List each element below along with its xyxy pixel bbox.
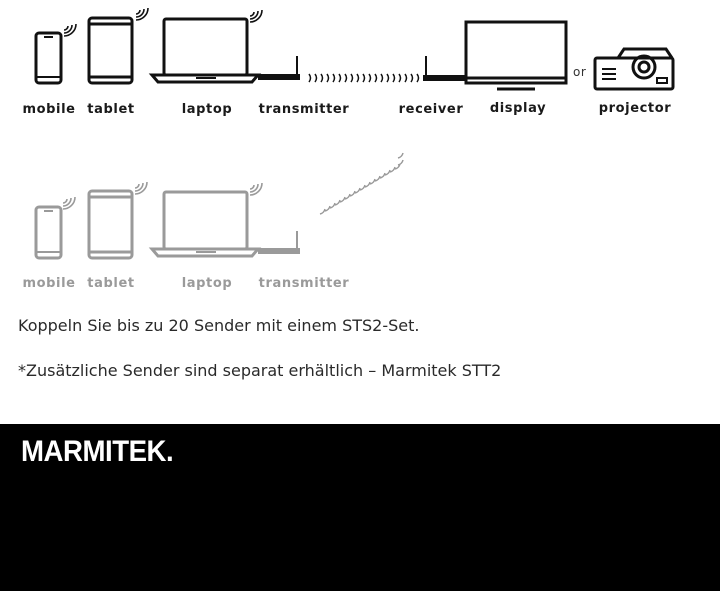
projector-icon xyxy=(593,47,675,91)
laptop-wifi-icon xyxy=(249,9,263,23)
label-laptop: laptop xyxy=(181,102,233,117)
row2-devices xyxy=(34,152,404,260)
laptop-wifi-icon xyxy=(249,182,263,196)
label-mobile: mobile xyxy=(22,102,76,117)
tablet-icon xyxy=(87,16,134,85)
label-or: or xyxy=(573,65,587,79)
signal-waves-icon xyxy=(319,152,404,215)
display-icon xyxy=(464,20,568,91)
tablet-icon xyxy=(87,189,134,260)
mobile-icon xyxy=(34,205,63,260)
label-tablet-grey: tablet xyxy=(87,276,135,291)
label-transmitter-grey: transmitter xyxy=(258,276,350,291)
label-projector: projector xyxy=(598,101,672,116)
label-tablet: tablet xyxy=(87,102,135,117)
receiver-icon xyxy=(423,56,466,81)
info-text-pairing: Koppeln Sie bis zu 20 Sender mit einem S… xyxy=(18,316,420,335)
laptop-icon xyxy=(148,17,262,84)
tablet-wifi-icon xyxy=(134,181,148,195)
label-laptop-grey: laptop xyxy=(181,276,233,291)
label-receiver: receiver xyxy=(398,102,464,117)
transmitter-icon xyxy=(258,56,300,80)
mobile-wifi-icon xyxy=(62,196,76,210)
label-mobile-grey: mobile xyxy=(22,276,76,291)
mobile-wifi-icon xyxy=(63,23,77,37)
signal-waves-icon xyxy=(308,73,420,83)
mobile-icon xyxy=(34,31,63,85)
label-display: display xyxy=(489,101,547,116)
transmitter-icon xyxy=(258,231,300,254)
tablet-wifi-icon xyxy=(135,7,149,21)
laptop-icon xyxy=(148,190,262,258)
info-text-separate: *Zusätzliche Sender sind separat erhältl… xyxy=(18,361,502,380)
label-transmitter: transmitter xyxy=(258,102,350,117)
row1-devices xyxy=(34,7,675,91)
footer-bar xyxy=(0,424,720,591)
connection-diagram xyxy=(34,7,675,260)
marmitek-logo: MARMITEK. xyxy=(21,435,174,468)
